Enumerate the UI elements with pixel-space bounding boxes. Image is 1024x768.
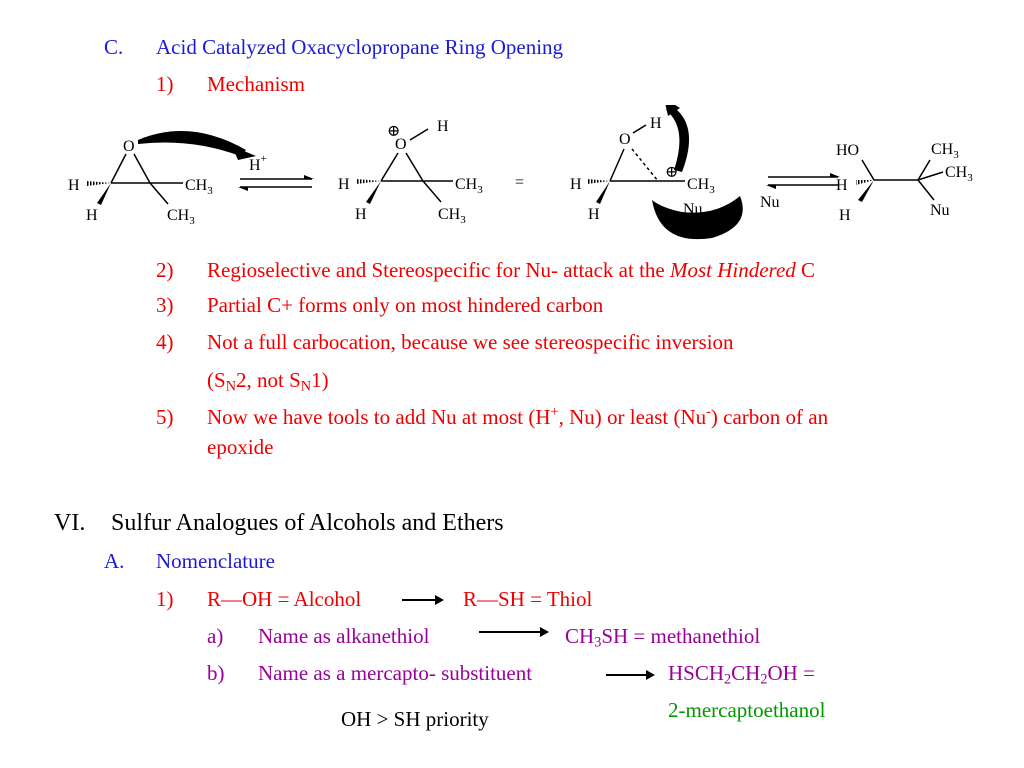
ch3-label: CH3 bbox=[438, 206, 466, 226]
section-a-marker: A. bbox=[104, 549, 125, 573]
partial-opening-structure: O H H H ⊕ CH3 Nu bbox=[570, 105, 743, 240]
h-label: H bbox=[839, 207, 851, 224]
oxygen-label: O bbox=[395, 136, 407, 153]
nomenclature-b-letter: b) bbox=[207, 661, 225, 685]
mechanism-diagram: O H H CH3 CH3 H+ ⊕ O H H H CH3 bbox=[68, 105, 973, 240]
nomenclature-1-number: 1) bbox=[156, 587, 174, 611]
mercaptoethanol-formula: HSCH2CH2OH = bbox=[668, 661, 815, 688]
section-c-marker: C. bbox=[104, 35, 124, 59]
h-label: H bbox=[437, 118, 449, 135]
h-label: H bbox=[570, 176, 582, 193]
h-label: H bbox=[86, 207, 98, 224]
nucleophile-label: Nu bbox=[760, 194, 780, 211]
protonated-epoxide-structure: ⊕ O H H H CH3 CH3 bbox=[338, 118, 483, 226]
nu-partial-label: Nu bbox=[683, 201, 703, 218]
mercaptoethanol-name: 2-mercaptoethanol bbox=[668, 698, 826, 722]
ch3-label: CH3 bbox=[687, 176, 715, 196]
h-label: H bbox=[836, 177, 848, 194]
nomenclature-a-text: Name as alkanethiol bbox=[258, 624, 430, 648]
epoxide-structure: O H H CH3 CH3 H+ bbox=[68, 131, 267, 227]
section-a-title: Nomenclature bbox=[156, 549, 275, 573]
item-5-text: Now we have tools to add Nu at most (H+,… bbox=[207, 404, 829, 429]
item-3-text: Partial C+ forms only on most hindered c… bbox=[207, 293, 604, 317]
item-1-number: 1) bbox=[156, 72, 174, 96]
equilibrium-arrows: Nu bbox=[760, 173, 840, 211]
oxygen-label: O bbox=[123, 138, 135, 155]
oxygen-label: O bbox=[619, 131, 631, 148]
priority-note: OH > SH priority bbox=[341, 707, 489, 731]
equals-sign: = bbox=[515, 174, 524, 191]
h-label: H bbox=[650, 115, 662, 132]
item-4-text: Not a full carbocation, because we see s… bbox=[207, 330, 734, 354]
proton-label: H+ bbox=[249, 153, 267, 174]
nucleophile-label: Nu bbox=[930, 202, 950, 219]
h-label: H bbox=[588, 206, 600, 223]
section-vi-marker: VI. bbox=[54, 510, 86, 536]
reaction-arrow bbox=[606, 670, 655, 680]
h-label: H bbox=[68, 177, 80, 194]
ch3-label: CH3 bbox=[945, 164, 973, 184]
section-vi-title: Sulfur Analogues of Alcohols and Ethers bbox=[111, 510, 504, 536]
item-5-number: 5) bbox=[156, 405, 174, 429]
nomenclature-a-letter: a) bbox=[207, 624, 224, 648]
item-1-text: Mechanism bbox=[207, 72, 305, 96]
methanethiol-formula: CH3SH = methanethiol bbox=[565, 624, 761, 651]
ch3-label: CH3 bbox=[185, 177, 213, 197]
item-3-number: 3) bbox=[156, 293, 174, 317]
reaction-arrow bbox=[479, 627, 549, 637]
hydroxyl-label: HO bbox=[836, 142, 859, 159]
section-c-title: Acid Catalyzed Oxacyclopropane Ring Open… bbox=[156, 35, 564, 59]
item-5-text-line-2: epoxide bbox=[207, 435, 274, 459]
thiol-formula: R—SH = Thiol bbox=[463, 587, 593, 611]
alcohol-formula: R—OH = Alcohol bbox=[207, 587, 362, 611]
ch3-label: CH3 bbox=[931, 141, 959, 161]
item-4-number: 4) bbox=[156, 330, 174, 354]
h-label: H bbox=[355, 206, 367, 223]
ch3-label: CH3 bbox=[455, 176, 483, 196]
h-label: H bbox=[338, 176, 350, 193]
equilibrium-arrows bbox=[238, 175, 314, 191]
reaction-arrow bbox=[402, 595, 444, 605]
item-4-continuation: (SN2, not SN1) bbox=[207, 368, 329, 395]
oxonium-charge: ⊕ bbox=[387, 123, 400, 140]
ch3-label: CH3 bbox=[167, 207, 195, 227]
nomenclature-b-text: Name as a mercapto- substituent bbox=[258, 661, 533, 685]
item-2-text: Regioselective and Stereospecific for Nu… bbox=[207, 258, 816, 282]
product-structure: HO H H CH3 CH3 Nu bbox=[836, 141, 973, 224]
item-2-number: 2) bbox=[156, 258, 174, 282]
